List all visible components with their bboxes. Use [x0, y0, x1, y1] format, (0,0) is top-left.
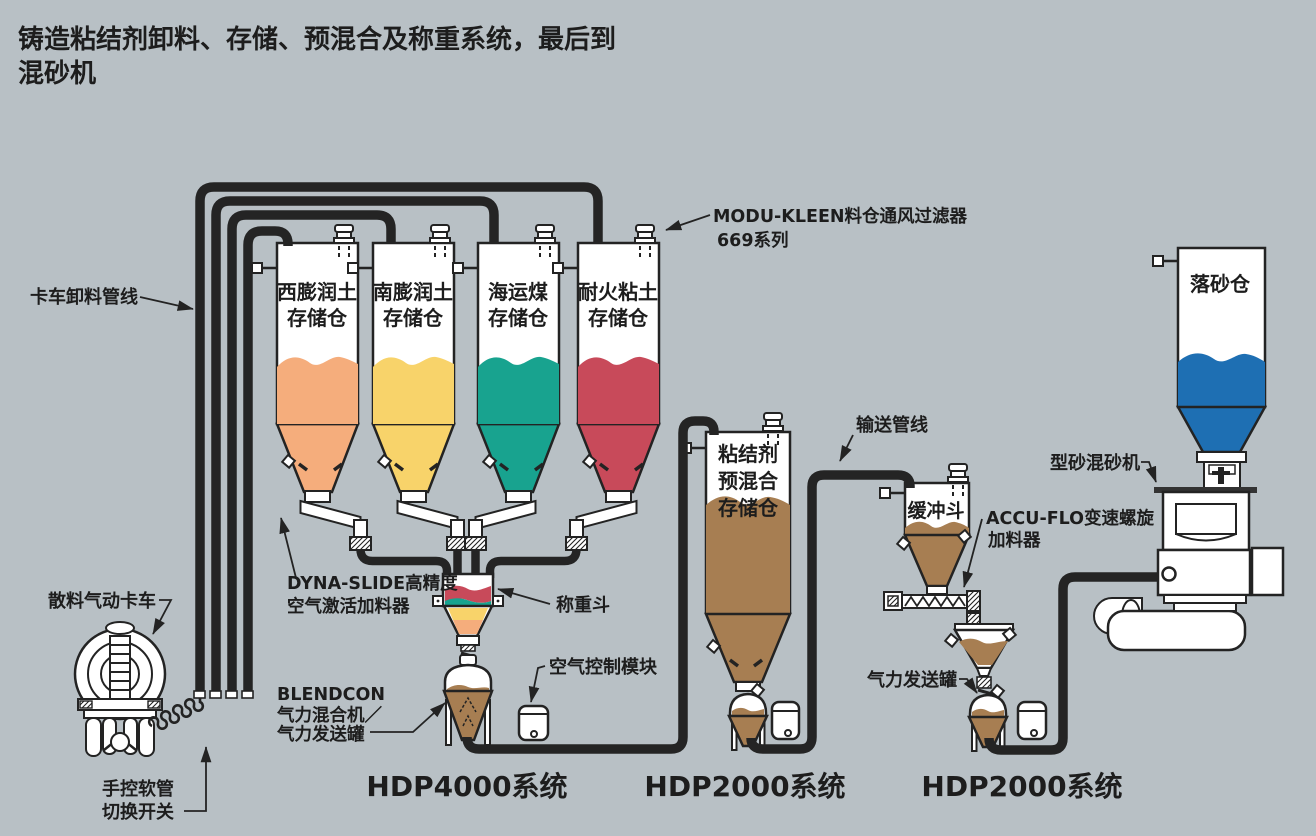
annotation-bulk-truck: 散料气动卡车	[48, 590, 156, 612]
annotation-dyna-slide-1: DYNA-SLIDE高精度	[287, 573, 458, 594]
silo4-label-line2: 存储仓	[588, 306, 649, 330]
truck-unload-pipelines	[193, 182, 603, 699]
annotation-blendcon-3: 气力发送罐	[276, 724, 365, 745]
buffer-hopper-label: 缓冲斗	[907, 499, 964, 522]
annotation-sand-mixer: 型砂混砂机	[1050, 452, 1140, 474]
transporter-hdp2000-mid	[727, 683, 769, 751]
air-control-module-right	[1016, 700, 1048, 741]
sand-mixer	[1093, 451, 1285, 652]
premix-silo-label1: 粘结剂	[718, 442, 778, 466]
hdp2000-mid-convey-pipe	[746, 470, 915, 754]
annotation-hose-switch-2: 切换开关	[102, 801, 174, 823]
silo-seacoal	[476, 241, 561, 503]
binder-premix-silo	[704, 430, 792, 692]
system-label-hdp4000: HDP4000系统	[366, 770, 567, 803]
annotation-modu-kleen-2: 669系列	[717, 230, 789, 251]
annotation-accuflo-2: 加料器	[987, 530, 1041, 551]
accuflo-screw-feeder	[883, 590, 981, 626]
flexible-hose	[147, 698, 205, 730]
page-title-line1: 铸造粘结剂卸料、存储、预混合及称重系统，最后到	[18, 24, 616, 55]
silo2-label-line1: 南膨润土	[373, 280, 453, 304]
hdp4000-convey-pipe	[462, 416, 719, 754]
shakeout-silo-label: 落砂仓	[1190, 272, 1251, 296]
weigh-hopper-feed-pipes	[356, 548, 581, 578]
shakeout-sand-silo	[1175, 246, 1268, 454]
hdp2000-right-convey-pipe	[984, 572, 1161, 755]
annotation-blendcon-1: BLENDCON	[277, 685, 385, 705]
silo1-label-line2: 存储仓	[287, 306, 348, 330]
annotation-blendcon-2: 气力混合机／	[276, 705, 382, 726]
silo-west-bentonite	[275, 241, 360, 503]
silo4-label-line1: 耐火粘土	[578, 280, 658, 304]
silo3-label-line1: 海运煤	[488, 280, 548, 304]
annotation-accuflo-1: ACCU-FLO变速螺旋	[986, 508, 1155, 529]
air-control-module-mid	[770, 700, 801, 741]
premix-silo-label3: 存储仓	[718, 496, 779, 520]
annotation-truck-unload-line: 卡车卸料管线	[30, 286, 138, 308]
annotation-transporter: 气力发送罐	[866, 669, 957, 691]
annotation-weigh-hopper: 称重斗	[556, 594, 610, 616]
weigh-hopper	[432, 572, 504, 638]
bulk-truck	[73, 621, 167, 757]
blendcon-vessel	[442, 654, 494, 746]
leader-lines	[139, 214, 1157, 812]
silo3-label-line2: 存储仓	[488, 306, 549, 330]
buffer-hopper	[896, 481, 972, 595]
air-control-module-hdp4000	[517, 704, 550, 742]
annotation-air-control: 空气控制模块	[549, 656, 658, 678]
premix-silo-label2: 预混合	[718, 469, 779, 493]
silo1-label-line1: 西膨润土	[277, 280, 357, 304]
silo-fireclay	[576, 241, 661, 503]
annotation-convey-line: 输送管线	[856, 414, 928, 436]
transporter-hdp2000-right	[967, 684, 1009, 752]
annotation-dyna-slide-2: 空气激活加料器	[287, 596, 410, 617]
silo2-label-line2: 存储仓	[383, 306, 444, 330]
screw-weigh-hopper	[944, 623, 1017, 700]
dyna-slide-feeders	[299, 499, 638, 551]
silo-south-bentonite	[371, 241, 456, 503]
page-title-line2: 混砂机	[18, 59, 96, 89]
annotation-hose-switch-1: 手控软管	[102, 778, 174, 800]
annotation-modu-kleen-1: MODU-KLEEN料仓通风过滤器	[713, 206, 968, 227]
system-label-hdp2000-right: HDP2000系统	[921, 770, 1122, 803]
system-label-hdp2000-mid: HDP2000系统	[644, 770, 845, 803]
